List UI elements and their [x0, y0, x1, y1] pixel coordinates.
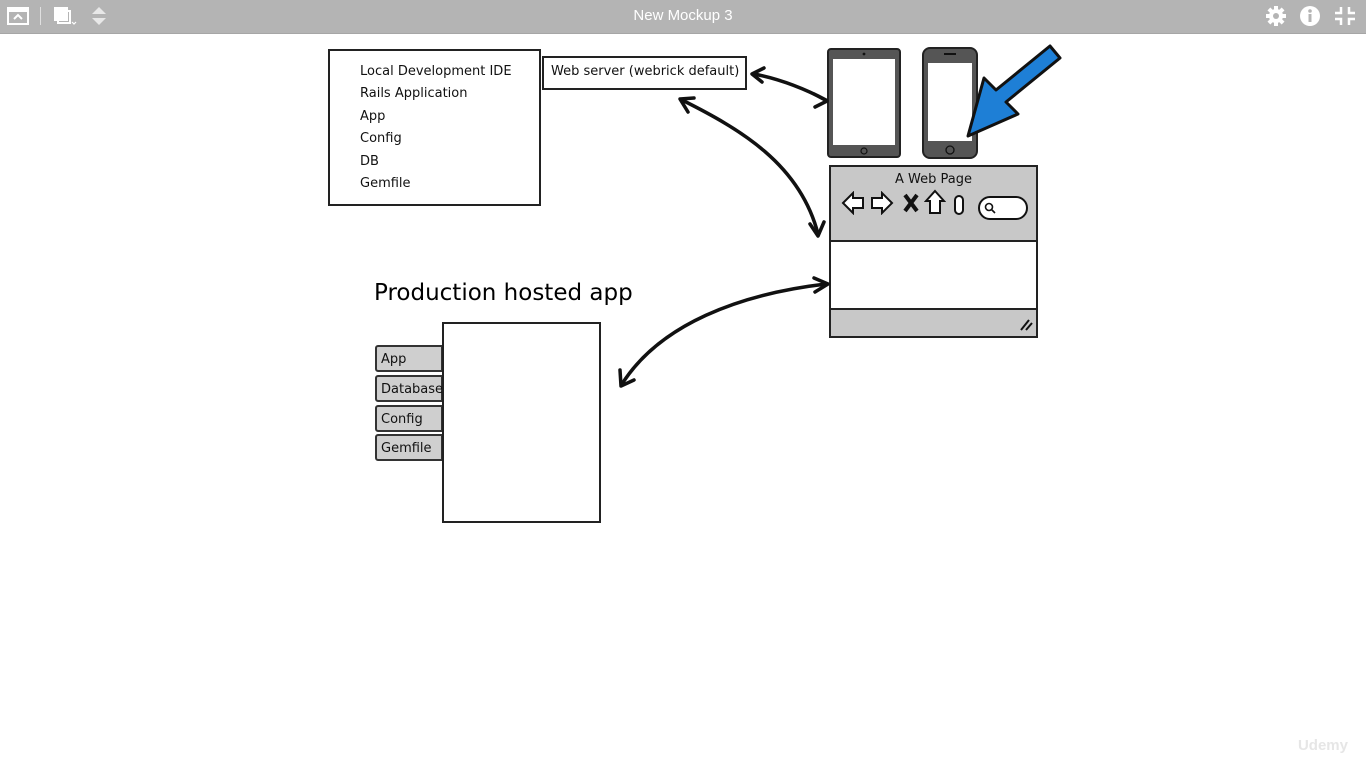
browser-window[interactable]: A Web Page	[829, 165, 1038, 338]
webserver-label: Web server (webrick default)	[551, 64, 740, 79]
back-arrow-icon[interactable]	[841, 190, 865, 219]
refresh-icon[interactable]	[953, 194, 965, 220]
production-content-panel[interactable]	[442, 322, 601, 523]
toolbar-divider	[40, 5, 42, 27]
search-field[interactable]	[977, 195, 1029, 225]
phone-device[interactable]	[922, 47, 978, 159]
gear-icon[interactable]	[1264, 5, 1288, 27]
home-icon[interactable]	[923, 189, 947, 219]
webserver-box[interactable]: Web server (webrick default)	[542, 56, 747, 90]
connector-arrows	[618, 66, 830, 388]
ide-item: Rails Application	[360, 86, 468, 102]
browser-title: A Web Page	[895, 172, 972, 187]
exit-fullscreen-icon[interactable]	[1332, 5, 1358, 27]
forward-arrow-icon[interactable]	[870, 190, 894, 219]
pointer-arrow-icon	[962, 42, 1066, 140]
arrow-webserver-browser	[680, 98, 820, 236]
mockup-toolbar: New Mockup 3	[0, 0, 1366, 34]
ide-item: Local Development IDE	[360, 64, 512, 79]
info-icon[interactable]	[1298, 5, 1322, 27]
udemy-watermark: Udemy	[1297, 737, 1348, 754]
stop-icon[interactable]	[902, 192, 920, 218]
tablet-device[interactable]	[827, 48, 901, 158]
ide-item: DB	[360, 153, 379, 169]
window-title: New Mockup 3	[633, 7, 733, 24]
resize-grip-icon[interactable]	[1017, 316, 1033, 336]
ide-item: Config	[360, 131, 402, 147]
collapse-panel-icon[interactable]	[6, 5, 30, 27]
local-ide-panel[interactable]: Local Development IDE Rails Application …	[328, 49, 541, 206]
ide-item-list: Local Development IDE Rails Application …	[360, 61, 512, 195]
arrow-browser-production	[620, 282, 828, 386]
ide-item: Gemfile	[360, 175, 411, 191]
ide-item: App	[360, 108, 386, 124]
production-heading: Production hosted app	[374, 280, 633, 306]
arrange-updown-icon[interactable]	[88, 5, 110, 27]
mockup-canvas: Local Development IDE Rails Application …	[0, 34, 1366, 768]
production-tab-database[interactable]: Database	[375, 375, 443, 402]
production-tab-gemfile[interactable]: Gemfile	[375, 434, 443, 461]
copy-layers-icon[interactable]	[52, 5, 78, 27]
